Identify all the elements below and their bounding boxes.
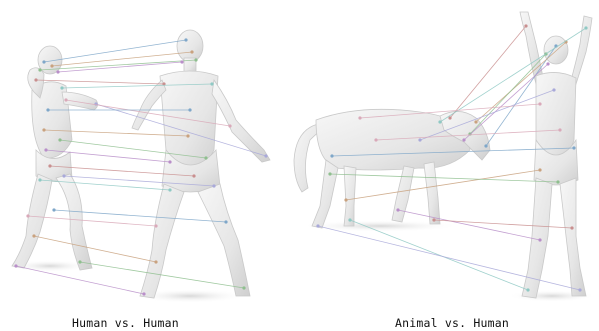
correspondence-point — [578, 288, 581, 291]
correspondence-point — [358, 116, 361, 119]
correspondence-point — [58, 138, 61, 141]
correspondence-line — [450, 26, 526, 118]
correspondence-point — [538, 102, 541, 105]
correspondence-point — [204, 156, 207, 159]
correspondence-point — [50, 64, 53, 67]
correspondence-point — [34, 78, 37, 81]
correspondence-point — [572, 146, 575, 149]
correspondence-point — [224, 220, 227, 223]
correspondence-point — [448, 116, 451, 119]
correspondence-point — [212, 184, 215, 187]
correspondence-line — [52, 52, 192, 66]
correspondence-point — [154, 260, 157, 263]
human-figure-crouching — [10, 46, 98, 272]
correspondence-point — [438, 120, 441, 123]
caption-human-vs-human: Human vs. Human — [72, 316, 179, 330]
correspondence-point — [186, 134, 189, 137]
correspondence-point — [316, 224, 319, 227]
correspondence-point — [38, 178, 41, 181]
correspondence-point — [48, 164, 51, 167]
correspondence-point — [210, 82, 213, 85]
correspondence-line — [44, 40, 186, 62]
correspondence-point — [328, 172, 331, 175]
correspondence-point — [42, 128, 45, 131]
correspondence-point — [180, 60, 183, 63]
correspondence-point — [228, 124, 231, 127]
correspondence-point — [432, 218, 435, 221]
correspondence-point — [242, 286, 245, 289]
correspondence-point — [190, 50, 193, 53]
correspondence-point — [14, 264, 17, 267]
human-figure-standing — [132, 30, 270, 303]
caption-animal-vs-human: Animal vs. Human — [395, 316, 509, 330]
correspondence-point — [184, 38, 187, 41]
correspondence-point — [418, 138, 421, 141]
correspondence-point — [556, 180, 559, 183]
correspondence-point — [538, 238, 541, 241]
correspondence-point — [78, 260, 81, 263]
correspondence-point — [56, 70, 59, 73]
correspondence-point — [32, 234, 35, 237]
correspondence-point — [38, 68, 41, 71]
correspondence-point — [570, 226, 573, 229]
correspondence-line — [464, 64, 548, 140]
correspondence-point — [462, 138, 465, 141]
correspondence-point — [168, 188, 171, 191]
correspondence-line — [470, 54, 546, 134]
correspondence-line — [346, 170, 540, 200]
correspondence-point — [584, 26, 587, 29]
correspondence-line — [330, 174, 558, 182]
correspondence-point — [142, 292, 145, 295]
correspondence-point — [26, 214, 29, 217]
correspondence-point — [154, 224, 157, 227]
correspondence-line — [28, 216, 156, 226]
correspondence-point — [188, 108, 191, 111]
correspondence-point — [264, 154, 267, 157]
correspondence-point — [194, 58, 197, 61]
correspondence-point — [52, 208, 55, 211]
correspondence-line — [420, 90, 554, 140]
correspondence-point — [42, 60, 45, 63]
correspondence-point — [538, 168, 541, 171]
correspondence-point — [64, 98, 67, 101]
correspondence-point — [192, 174, 195, 177]
human-figure-arms-raised — [508, 12, 596, 302]
correspondence-point — [474, 120, 477, 123]
correspondence-point — [374, 138, 377, 141]
correspondence-line — [350, 220, 528, 290]
correspondence-point — [60, 86, 63, 89]
correspondence-point — [62, 174, 65, 177]
correspondence-point — [526, 288, 529, 291]
animal-figure — [294, 109, 490, 232]
correspondence-point — [348, 218, 351, 221]
correspondence-line — [34, 236, 156, 262]
correspondence-point — [344, 198, 347, 201]
correspondence-point — [558, 128, 561, 131]
correspondence-point — [330, 154, 333, 157]
correspondence-point — [46, 108, 49, 111]
correspondence-point — [396, 208, 399, 211]
correspondence-point — [552, 88, 555, 91]
correspondence-point — [44, 148, 47, 151]
correspondence-point — [484, 144, 487, 147]
correspondence-point — [524, 24, 527, 27]
correspondence-point — [546, 62, 549, 65]
correspondence-point — [168, 160, 171, 163]
